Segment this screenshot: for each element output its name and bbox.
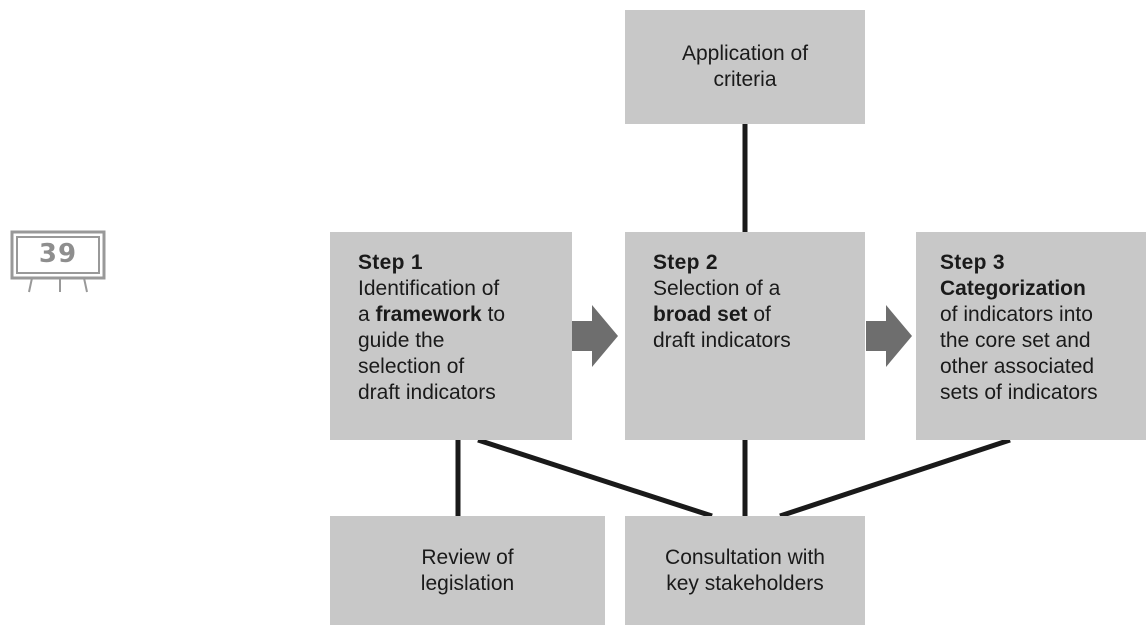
review-line-1: Review of xyxy=(421,545,514,569)
connector-step1-consultation xyxy=(477,437,713,519)
step-2-title: Step 2 xyxy=(653,251,718,274)
criteria-line-2: criteria xyxy=(713,68,777,91)
easel-icon xyxy=(10,230,106,293)
step-1-line-2: a framework to xyxy=(358,303,506,326)
step-3-line-2: of indicators into xyxy=(940,303,1093,326)
arrow-step1-to-step2-icon xyxy=(572,305,618,367)
step-3-line-5: sets of indicators xyxy=(940,381,1098,404)
review-box: Review of legislation xyxy=(330,516,605,625)
step-2-line-3: draft indicators xyxy=(653,329,791,352)
step-3-title: Step 3 xyxy=(940,251,1005,274)
step-3-keyword: Categorization xyxy=(940,277,1086,300)
step-2-keyword: broad set xyxy=(653,303,748,326)
step-1-line-3: guide the xyxy=(358,329,445,352)
step-1-title: Step 1 xyxy=(358,251,423,274)
step-1-line-4: selection of xyxy=(358,355,465,378)
step-2-line-1: Selection of a xyxy=(653,277,781,300)
consultation-line-2: key stakeholders xyxy=(666,571,824,595)
step-3-box: Step 3 Categorization of indicators into… xyxy=(916,232,1146,440)
criteria-box: Application of criteria xyxy=(625,10,865,124)
review-line-2: legislation xyxy=(420,571,515,595)
step-2-box: Step 2 Selection of a broad set of draft… xyxy=(625,232,865,440)
step-1-box: Step 1 Identification of a framework to … xyxy=(330,232,572,440)
slide-number: 39 xyxy=(38,239,78,269)
step-1-line-5: draft indicators xyxy=(358,381,496,404)
step-1-keyword: framework xyxy=(375,303,482,326)
step-3-line-4: other associated xyxy=(940,355,1095,378)
consultation-box: Consultation with key stakeholders xyxy=(625,516,865,625)
consultation-line-1: Consultation with xyxy=(665,545,825,569)
arrow-step2-to-step3-icon xyxy=(866,305,912,367)
slide-number-badge: 39 xyxy=(10,230,110,302)
connector-step3-consultation xyxy=(779,437,1011,519)
step-2-line-2: broad set of xyxy=(653,303,771,326)
step-3-line-3: the core set and xyxy=(940,329,1091,352)
criteria-line-1: Application of xyxy=(681,42,809,65)
step-1-line-1: Identification of xyxy=(358,277,500,300)
